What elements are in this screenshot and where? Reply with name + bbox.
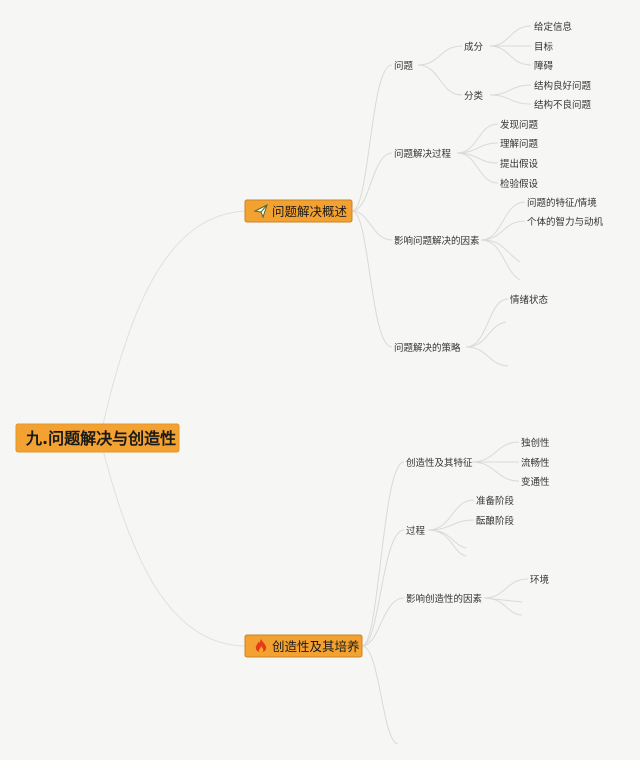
connector-lines [99, 25, 532, 745]
node-creativity-factors[interactable]: 影响创造性的因素 [406, 593, 483, 605]
node-solving-process[interactable]: 问题解决过程 [394, 148, 452, 160]
leaf-ill-structured[interactable]: 结构不良问题 [534, 99, 592, 111]
leaf-hypothesize[interactable]: 提出假设 [500, 158, 539, 170]
node-components[interactable]: 成分 [464, 41, 484, 53]
node-creative-process[interactable]: 过程 [406, 525, 426, 537]
node-solving-factors[interactable]: 影响问题解决的因素 [394, 235, 480, 247]
leaf-discover[interactable]: 发现问题 [500, 119, 539, 131]
leaf-originality[interactable]: 独创性 [521, 437, 550, 449]
node-solving-strategies[interactable]: 问题解决的策略 [394, 342, 461, 354]
leaf-problem-features[interactable]: 问题的特征/情境 [527, 197, 597, 209]
branch-label: 问题解决概述 [272, 204, 348, 219]
leaf-environment[interactable]: 环境 [530, 574, 550, 586]
leaf-obstacle[interactable]: 障碍 [534, 60, 554, 72]
leaf-emotional-state[interactable]: 情绪状态 [510, 294, 549, 306]
leaf-understand[interactable]: 理解问题 [500, 138, 539, 150]
leaf-fluency[interactable]: 流畅性 [521, 457, 550, 469]
leaf-intelligence-motivation[interactable]: 个体的智力与动机 [527, 216, 604, 228]
leaf-test[interactable]: 检验假设 [500, 178, 539, 190]
branch-node-creativity[interactable]: 创造性及其培养 [244, 634, 363, 658]
node-problem[interactable]: 问题 [394, 60, 414, 72]
root-label: 九.问题解决与创造性 [25, 429, 176, 448]
leaf-incubation[interactable]: 酝酿阶段 [476, 515, 515, 527]
root-node[interactable]: 九.问题解决与创造性 [15, 423, 180, 453]
leaf-given-info[interactable]: 给定信息 [534, 21, 572, 33]
fire-icon [255, 639, 267, 653]
paper-plane-icon [253, 204, 268, 219]
branch-label: 创造性及其培养 [272, 639, 360, 654]
leaf-flexibility[interactable]: 变通性 [521, 476, 550, 488]
leaf-well-structured[interactable]: 结构良好问题 [534, 80, 592, 92]
leaf-goal[interactable]: 目标 [534, 41, 554, 53]
node-creativity-features[interactable]: 创造性及其特征 [406, 457, 473, 469]
leaf-preparation[interactable]: 准备阶段 [476, 495, 515, 507]
node-classification[interactable]: 分类 [464, 90, 484, 102]
branch-node-overview[interactable]: 问题解决概述 [244, 199, 353, 223]
